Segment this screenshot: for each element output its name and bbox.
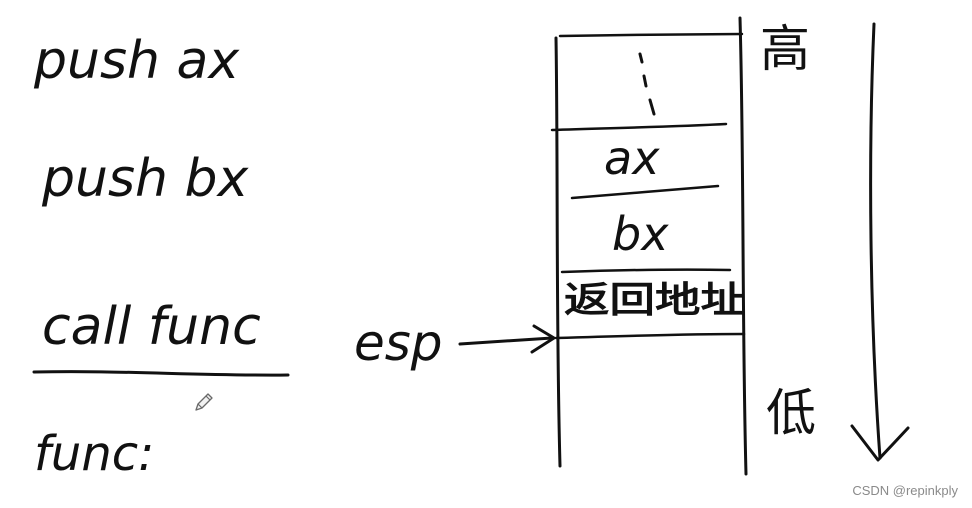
code-block: push ax push bx call func func: [32,31,290,482]
code-underline [32,370,290,377]
esp-label: esp [354,314,443,372]
code-line-push-bx: push bx [41,149,250,209]
stack-right-wall [738,16,748,476]
stack-divider-4 [554,332,746,340]
stack-divider-2 [570,184,720,200]
watermark: CSDN @repinkply [852,483,958,498]
stack-left-wall [554,36,562,468]
pencil-icon [195,393,213,411]
direction-indicator: 高 低 [760,20,910,462]
stack-divider-1 [550,122,728,132]
direction-low-label: 低 [766,384,816,442]
direction-arrow-head [850,424,910,462]
stack-slot-ax: ax [604,131,660,185]
stack-column: ax bx 返回地址 [550,16,748,476]
esp-arrow-line [458,336,554,346]
stack-slot-bx: bx [612,207,669,261]
direction-arrow-line [869,22,882,460]
stack-slot-ellipsis [638,52,656,116]
esp-arrow-head [530,324,556,354]
code-line-call-func: call func [42,297,261,357]
stack-slot-return-address: 返回地址 [564,280,746,321]
code-line-push-ax: push ax [33,31,240,91]
code-line-func-label: func: [34,426,154,482]
direction-high-label: 高 [760,20,810,78]
esp-pointer: esp [354,314,556,372]
stack-top-line [558,32,744,38]
stack-divider-3 [560,268,732,274]
